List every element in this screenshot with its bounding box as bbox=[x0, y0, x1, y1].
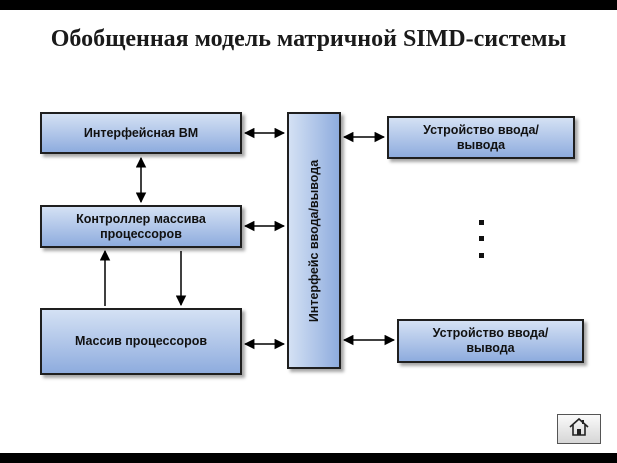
dot bbox=[479, 253, 484, 258]
io-device-1-label: Устройство ввода/вывода bbox=[423, 122, 539, 152]
top-border bbox=[0, 0, 617, 10]
interface-vm-block: Интерфейсная ВМ bbox=[40, 112, 242, 154]
io-device-1-block: Устройство ввода/вывода bbox=[387, 116, 575, 159]
array-controller-block: Контроллер массива процессоров bbox=[40, 205, 242, 248]
io-device-2-label: Устройство ввода/вывода bbox=[432, 326, 549, 355]
dot bbox=[479, 236, 484, 241]
dot bbox=[479, 220, 484, 225]
processor-array-label: Массив процессоров bbox=[74, 334, 208, 348]
array-controller-label: Контроллер массива процессоров bbox=[76, 211, 206, 241]
io-interface-label: Интерфейс ввода/вывода bbox=[307, 159, 321, 322]
page-title: Обобщенная модель матричной SIMD-системы bbox=[50, 26, 567, 52]
home-button[interactable] bbox=[557, 414, 601, 444]
home-icon bbox=[568, 417, 590, 442]
interface-vm-label: Интерфейсная ВМ bbox=[83, 125, 199, 140]
io-interface-block: Интерфейс ввода/вывода bbox=[287, 112, 341, 369]
io-device-2-block: Устройство ввода/вывода bbox=[397, 319, 584, 363]
bottom-border bbox=[0, 453, 617, 463]
processor-array-block: Массив процессоров bbox=[40, 308, 242, 375]
